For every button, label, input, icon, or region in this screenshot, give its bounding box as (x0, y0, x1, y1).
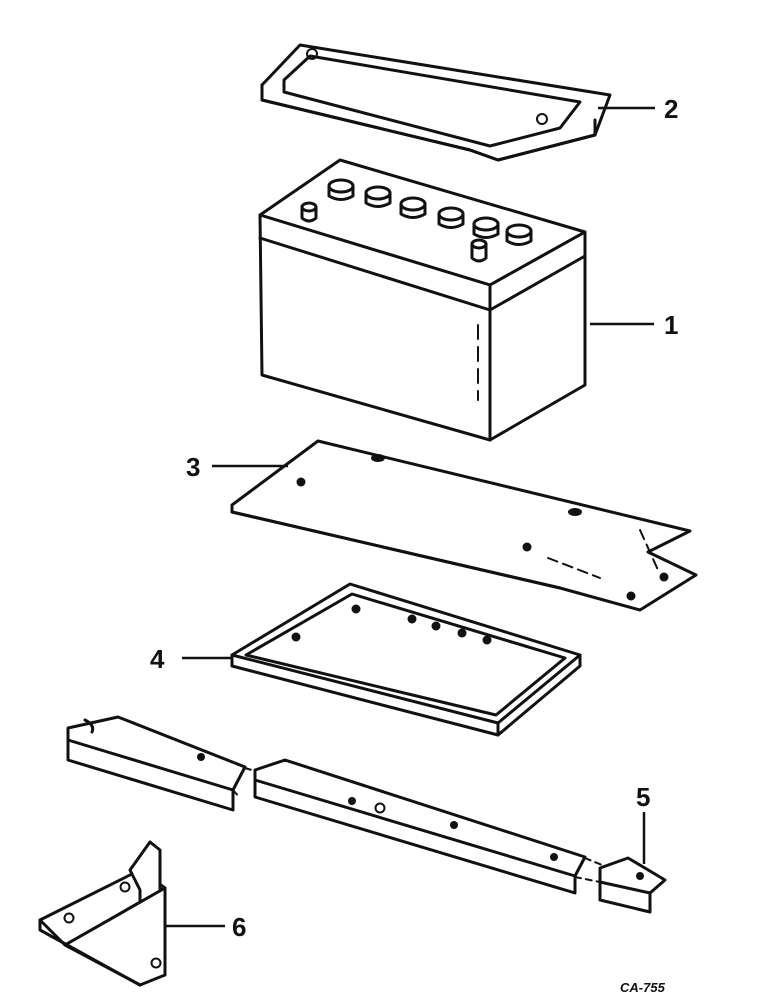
corner-bracket-icon (38, 840, 167, 987)
callout-4: 4 (150, 644, 165, 674)
callout-3: 3 (186, 452, 200, 482)
callout-1: 1 (664, 310, 678, 340)
drawing-code: CA-755 (620, 980, 666, 995)
callout-2: 2 (664, 94, 678, 124)
battery-tray-icon (230, 582, 582, 737)
hold-down-frame-icon (260, 43, 612, 162)
callout-leaders (165, 106, 655, 928)
support-rail-icon (66, 715, 667, 914)
battery-support-plate-icon (230, 439, 698, 612)
callout-5: 5 (636, 782, 650, 812)
battery-icon (258, 158, 587, 442)
callout-6: 6 (232, 912, 246, 942)
